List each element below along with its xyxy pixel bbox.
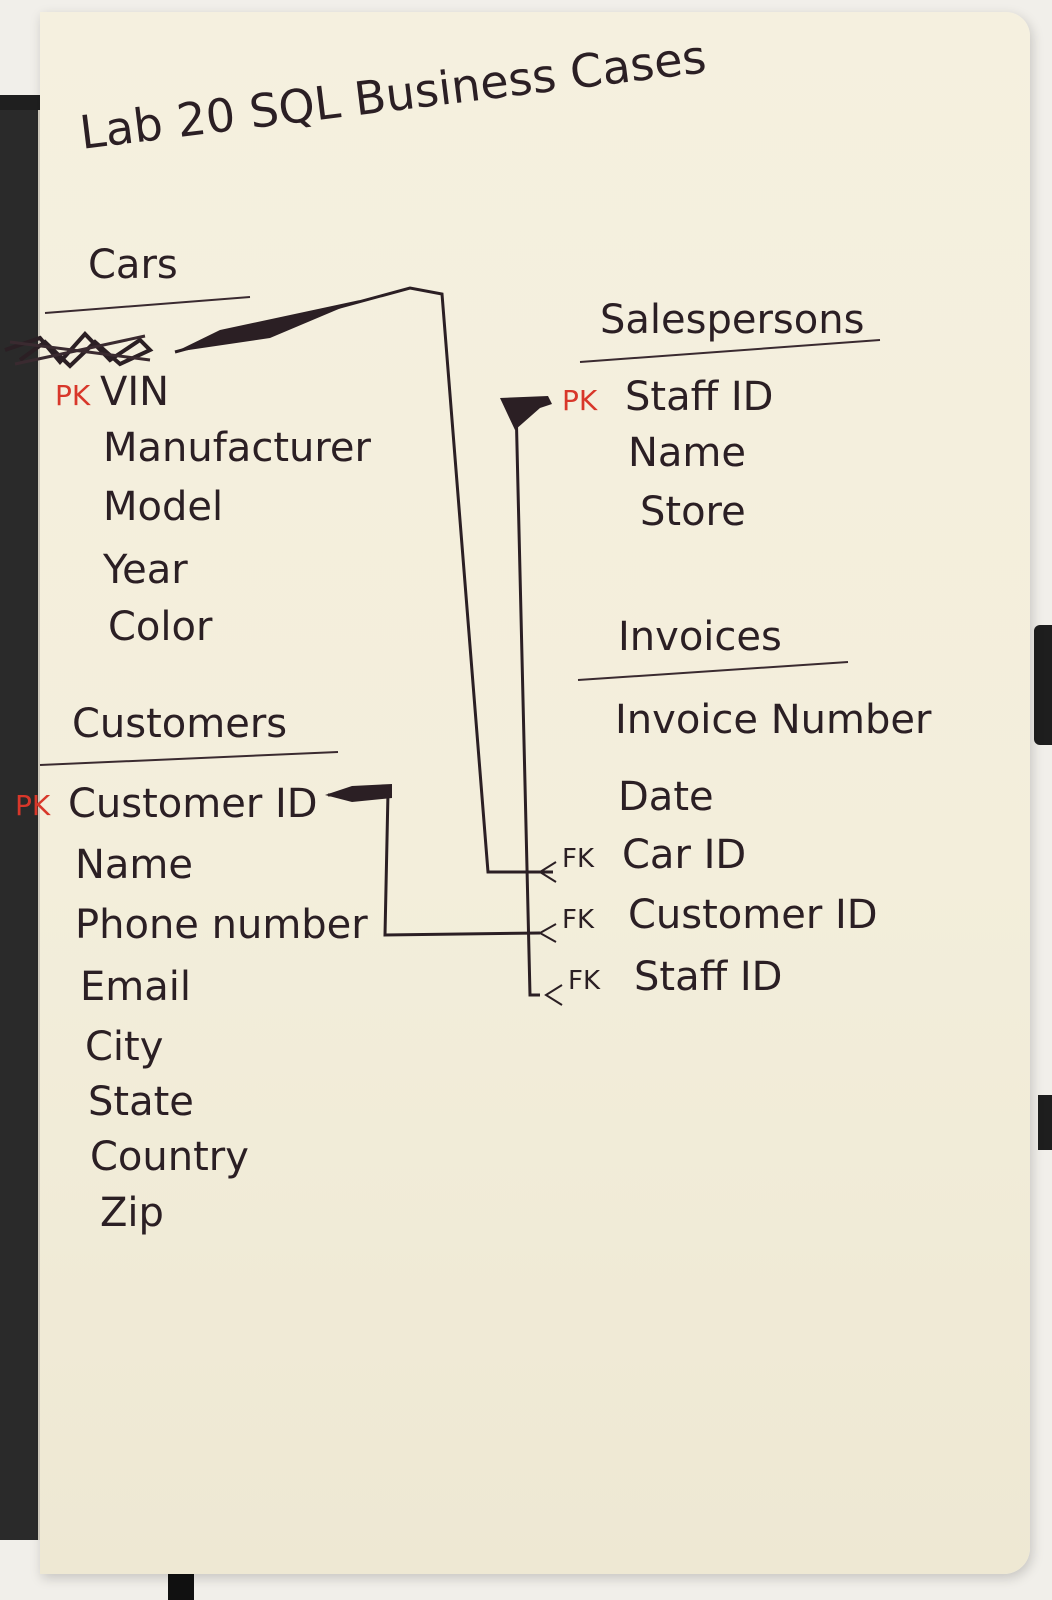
- invoices-field-car-id: Car ID: [622, 832, 747, 878]
- invoices-field-staff-id: Staff ID: [634, 954, 783, 1000]
- cars-underline: [44, 296, 251, 314]
- cars-field-color: Color: [108, 604, 213, 650]
- customers-field-name: Name: [75, 842, 194, 888]
- customers-pk-marker: PK: [15, 789, 51, 822]
- invoices-table-name: Invoices: [618, 614, 782, 660]
- invoices-fk-marker-staff: FK: [568, 966, 601, 996]
- customers-field-country: Country: [90, 1134, 249, 1180]
- relationship-arrow-staff: [500, 396, 552, 430]
- fk-arrowhead-car: [538, 861, 557, 883]
- customers-field-city: City: [85, 1024, 164, 1070]
- invoices-field-invoice-number: Invoice Number: [615, 697, 932, 743]
- invoices-field-date: Date: [618, 774, 714, 820]
- cars-field-manufacturer: Manufacturer: [103, 425, 371, 471]
- relationship-line-staff: [514, 400, 551, 997]
- relationship-line-car: [174, 286, 553, 874]
- relationship-line-customer: [327, 790, 541, 937]
- customers-field-customer-id: Customer ID: [68, 781, 318, 827]
- notebook-edge-right-lower: [1038, 1095, 1052, 1150]
- cars-field-model: Model: [103, 484, 224, 530]
- salespersons-underline: [579, 339, 881, 363]
- fk-arrowhead-customer: [537, 923, 557, 943]
- cars-table-name: Cars: [88, 242, 178, 288]
- customers-field-zip: Zip: [100, 1190, 164, 1236]
- cars-field-year: Year: [103, 547, 188, 593]
- relationship-arrow-car: [175, 300, 360, 352]
- salespersons-pk-marker: PK: [562, 384, 598, 417]
- notebook-page: [40, 12, 1030, 1574]
- fk-arrowhead-staff: [544, 984, 563, 1006]
- salespersons-field-name: Name: [628, 430, 747, 476]
- invoices-fk-marker-car: FK: [562, 844, 595, 874]
- customers-field-state: State: [88, 1079, 194, 1125]
- notebook-edge-right: [1034, 625, 1052, 745]
- customers-table-name: Customers: [72, 701, 288, 747]
- invoices-field-customer-id: Customer ID: [628, 892, 878, 938]
- cars-field-vin: VIN: [100, 369, 170, 415]
- salespersons-field-store: Store: [640, 489, 746, 535]
- customers-underline: [39, 751, 339, 766]
- crossed-out-scribble: [4, 331, 154, 369]
- cars-pk-marker: PK: [55, 379, 91, 412]
- invoices-fk-marker-customer: FK: [562, 905, 595, 935]
- customers-field-phone-number: Phone number: [75, 902, 368, 948]
- customers-field-email: Email: [80, 964, 191, 1010]
- relationship-arrow-customer: [325, 784, 392, 802]
- salespersons-table-name: Salespersons: [600, 297, 865, 343]
- invoices-underline: [577, 661, 849, 681]
- salespersons-field-staff-id: Staff ID: [625, 374, 774, 420]
